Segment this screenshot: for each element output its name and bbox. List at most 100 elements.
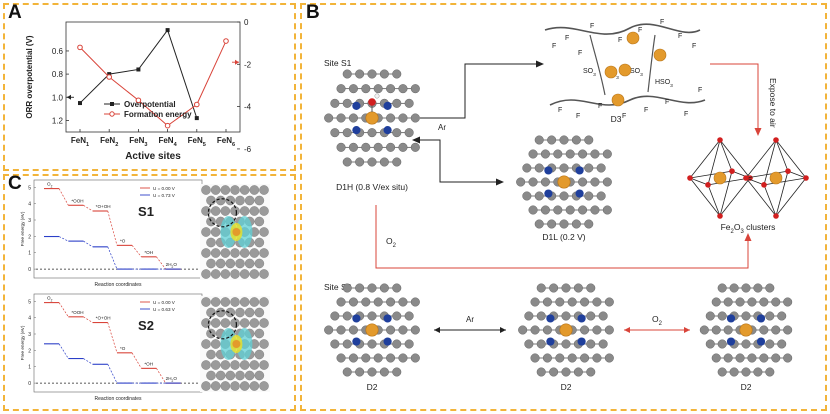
octahedron-edge — [689, 177, 721, 217]
carbon-atom — [729, 283, 739, 293]
carbon-atom — [753, 367, 763, 377]
iron-atom — [739, 323, 753, 337]
o2-label-bottom-part: O — [652, 314, 659, 324]
carbon-atom — [578, 177, 588, 187]
carbon-atom — [254, 370, 265, 381]
fluorine-label: F — [578, 50, 582, 57]
fluorine-label: F — [558, 107, 562, 114]
carbon-atom — [201, 339, 211, 349]
carbon-atom — [210, 360, 221, 370]
carbon-atom — [249, 297, 260, 307]
chart-title: S1 — [138, 204, 154, 219]
carbon-atom — [699, 325, 709, 335]
carbon-atom — [324, 325, 334, 335]
carbon-atom — [201, 248, 211, 258]
carbon-atom — [355, 157, 365, 167]
connector-1 — [83, 240, 93, 248]
so3-label-part: 3 — [640, 72, 643, 78]
carbon-atom — [244, 195, 255, 206]
carbon-atom — [210, 381, 221, 391]
arrow-to-d3-head — [536, 60, 544, 68]
octahedron-edge — [707, 139, 721, 185]
carbon-atom — [549, 367, 559, 377]
fluorine-label: F — [622, 113, 626, 120]
carbon-atom — [723, 325, 733, 335]
carbon-atom — [759, 297, 769, 307]
nitrogen-atom — [756, 337, 766, 346]
carbon-atom — [705, 339, 715, 349]
octahedron-edge — [745, 177, 765, 186]
octahedron-edge — [689, 170, 733, 179]
carbon-atom — [747, 297, 757, 307]
carbon-atom — [386, 142, 396, 152]
x-tick-label-part: 4 — [174, 142, 178, 148]
series-point-1 — [164, 122, 171, 129]
step-label-part: 2H — [166, 262, 172, 267]
carbon-atom — [210, 318, 221, 328]
fluorine-label: F — [660, 19, 664, 26]
arrow-expose-air-head — [754, 128, 762, 136]
carbon-atom — [201, 297, 211, 307]
y-axis-title: Free energy (eV) — [20, 325, 25, 360]
series-point-0 — [136, 67, 141, 72]
octahedron-edge — [689, 139, 721, 179]
d2-label-right: D2 — [741, 382, 752, 392]
carbon-atom — [201, 269, 211, 279]
octahedron-edge — [763, 139, 777, 185]
octahedron-edge — [707, 184, 721, 217]
step-label-part: 2 — [172, 379, 174, 383]
carbon-atom — [348, 325, 358, 335]
carbon-atom — [777, 311, 787, 321]
carbon-atom — [540, 177, 550, 187]
arrow-d1h-d1l-tail — [412, 136, 420, 144]
carbon-atom — [573, 283, 583, 293]
octahedron-edge — [689, 177, 709, 186]
carbon-atom — [220, 248, 231, 258]
carbon-atom — [410, 84, 420, 94]
carbon-atom — [206, 307, 216, 318]
carbon-atom — [259, 297, 269, 307]
x-tick-label-part: 5 — [203, 142, 206, 148]
carbon-atom — [201, 185, 211, 195]
y-tick-label: 5 — [28, 185, 31, 191]
carbon-atom — [355, 283, 365, 293]
carbon-atom — [516, 177, 526, 187]
connector-1 — [58, 236, 69, 242]
fe2o3-label-part: 3 — [740, 229, 744, 235]
carbon-atom — [580, 297, 590, 307]
carbon-atom — [404, 311, 414, 321]
carbon-atom — [259, 206, 269, 216]
arrow-d1h-d1l-head — [496, 178, 504, 186]
iron-atom — [559, 323, 573, 337]
carbon-atom — [230, 297, 240, 307]
carbon-atom — [522, 163, 532, 173]
arrow-d2-o2-head — [684, 327, 690, 333]
carbon-atom — [210, 206, 221, 216]
y-tick-label: 0 — [28, 267, 31, 273]
nitrogen-atom — [756, 314, 766, 323]
iron-atom — [232, 228, 241, 236]
carbon-atom — [379, 69, 389, 79]
carbon-atom — [373, 84, 383, 94]
carbon-atom — [705, 311, 715, 321]
connector-0 — [131, 352, 142, 369]
carbon-atom — [259, 227, 269, 237]
carbon-atom — [530, 353, 540, 363]
y-tick-label: 0.6 — [52, 47, 64, 56]
carbon-atom — [201, 318, 211, 328]
carbon-atom — [561, 367, 571, 377]
carbon-atom — [342, 367, 352, 377]
y-tick-label: 1.2 — [52, 116, 64, 125]
octahedron-edge — [719, 171, 733, 217]
carbon-atom — [254, 307, 265, 318]
carbon-atom — [590, 205, 600, 215]
fe2o3-label-part: O — [734, 222, 741, 232]
legend-marker-1 — [109, 111, 115, 117]
carbon-atom — [330, 311, 340, 321]
carbon-atom — [717, 367, 727, 377]
x-tick-label-part: 3 — [144, 142, 147, 148]
carbon-atom — [386, 297, 396, 307]
carbon-atom — [201, 206, 211, 216]
panel-label-b: B — [306, 2, 320, 23]
